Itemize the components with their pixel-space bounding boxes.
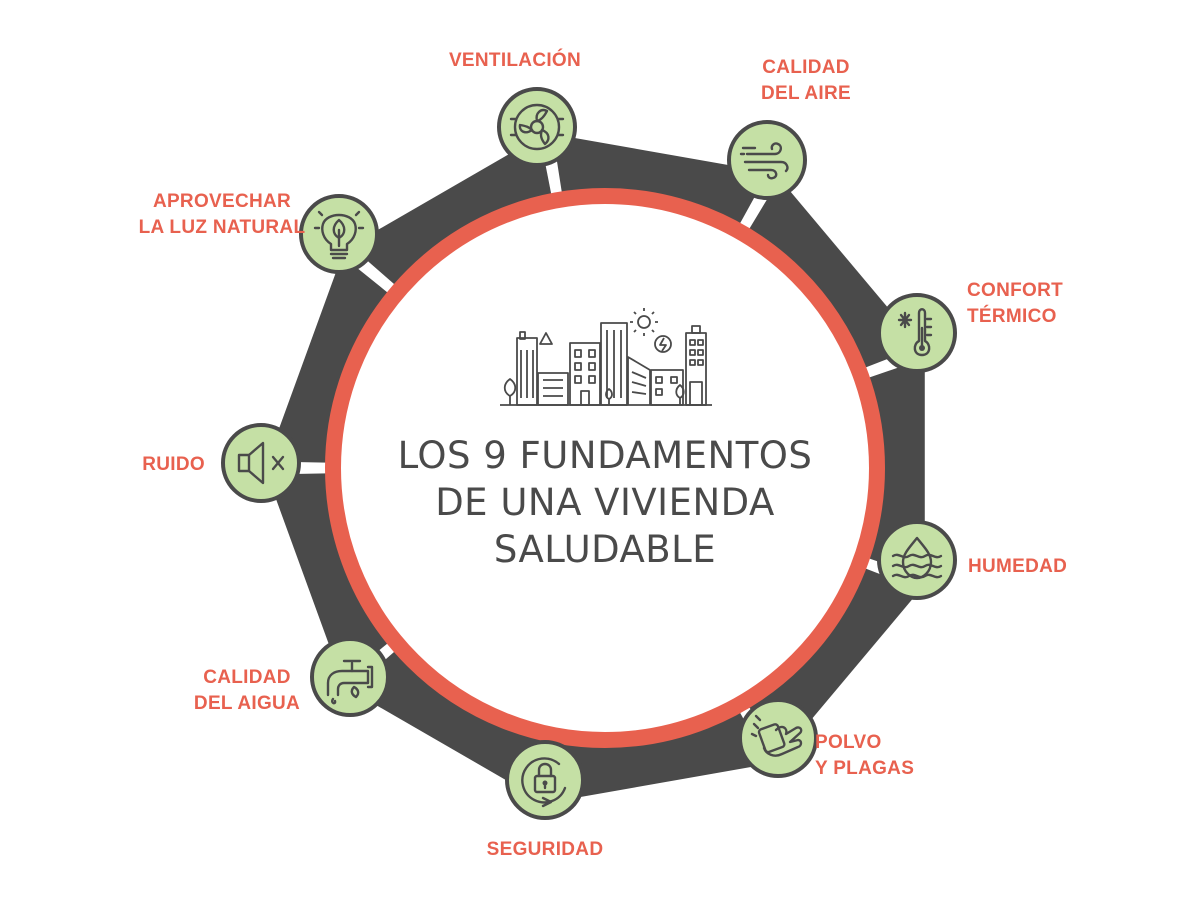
label-line: POLVO bbox=[815, 732, 882, 753]
node-ventilacion bbox=[497, 87, 577, 167]
node-circle bbox=[497, 87, 577, 167]
label-line: DEL AIGUA bbox=[194, 693, 300, 714]
center-title: LOS 9 FUNDAMENTOS DE UNA VIVIENDA SALUDA… bbox=[398, 434, 813, 571]
lightbulb-leaf-icon bbox=[313, 210, 365, 260]
node-circle bbox=[738, 698, 818, 778]
title-line-1: LOS 9 FUNDAMENTOS bbox=[398, 434, 813, 477]
node-luz-natural bbox=[299, 194, 379, 274]
label-humedad: HUMEDAD bbox=[968, 556, 1067, 577]
node-circle bbox=[505, 740, 585, 820]
node-circle bbox=[310, 637, 390, 717]
ring-segment bbox=[350, 646, 553, 800]
node-humedad bbox=[877, 520, 957, 600]
speaker-mute-icon bbox=[237, 441, 285, 485]
label-calidad-agua: CALIDAD DEL AIGUA bbox=[194, 667, 300, 714]
title-line-2: DE UNA VIVIENDA bbox=[435, 481, 775, 524]
title-line-3: SALUDABLE bbox=[494, 528, 716, 571]
label-calidad-aire: CALIDAD DEL AIRE bbox=[761, 57, 851, 104]
label-line: RUIDO bbox=[142, 454, 205, 475]
label-seguridad: SEGURIDAD bbox=[487, 839, 604, 860]
node-calidad-agua bbox=[310, 637, 390, 717]
ring-segment bbox=[267, 473, 394, 681]
label-line: APROVECHAR bbox=[153, 191, 291, 212]
node-ruido bbox=[221, 423, 301, 503]
node-polvo-plagas bbox=[738, 698, 818, 778]
thermometer-snowflake-icon bbox=[897, 308, 933, 357]
node-confort-termico bbox=[877, 293, 957, 373]
node-circle bbox=[221, 423, 301, 503]
fundamental-nodes bbox=[221, 87, 957, 820]
ring-segment bbox=[267, 255, 394, 463]
label-line: Y PLAGAS bbox=[815, 758, 914, 779]
label-line: CONFORT bbox=[967, 280, 1063, 301]
water-tap-icon bbox=[326, 659, 374, 705]
padlock-icon bbox=[521, 757, 567, 808]
label-line: HUMEDAD bbox=[968, 556, 1067, 577]
label-line: CALIDAD bbox=[762, 57, 850, 78]
label-line: VENTILACIÓN bbox=[449, 49, 581, 71]
cleaning-hand-icon bbox=[750, 714, 803, 757]
node-seguridad bbox=[505, 740, 585, 820]
ring-segment bbox=[745, 178, 921, 371]
node-circle bbox=[877, 293, 957, 373]
ring-segment bbox=[350, 136, 553, 290]
city-skyline-illustration bbox=[500, 308, 712, 406]
label-polvo-plagas: POLVO Y PLAGAS bbox=[815, 732, 914, 779]
accent-ring bbox=[325, 188, 885, 748]
label-luz-natural: APROVECHAR LA LUZ NATURAL bbox=[139, 191, 306, 238]
label-line: TÉRMICO bbox=[967, 305, 1057, 327]
humidity-drop-icon bbox=[891, 536, 943, 580]
label-ruido: RUIDO bbox=[142, 454, 205, 475]
label-confort-termico: CONFORT TÉRMICO bbox=[967, 280, 1063, 327]
node-calidad-aire bbox=[727, 120, 807, 200]
fundamental-labels: VENTILACIÓN CALIDAD DEL AIRE CONFORT TÉRMICO… bbox=[139, 49, 1067, 860]
label-line: DEL AIRE bbox=[761, 83, 851, 104]
node-circle bbox=[727, 120, 807, 200]
wind-icon bbox=[739, 142, 789, 180]
label-line: SEGURIDAD bbox=[487, 839, 604, 860]
label-line: LA LUZ NATURAL bbox=[139, 217, 306, 238]
label-ventilacion: VENTILACIÓN bbox=[449, 49, 581, 71]
label-line: CALIDAD bbox=[203, 667, 291, 688]
node-circle bbox=[877, 520, 957, 600]
fan-icon bbox=[509, 103, 565, 151]
